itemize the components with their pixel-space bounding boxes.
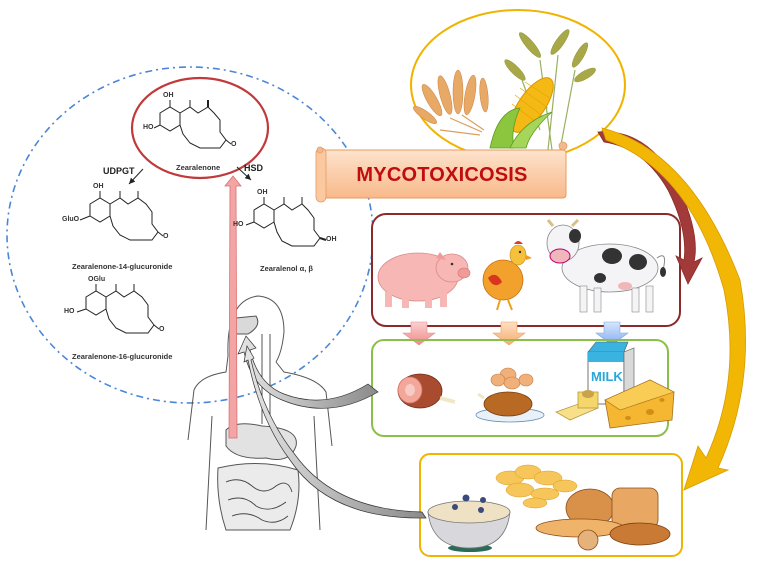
- butter-icon: [555, 390, 600, 421]
- livestock-box: [371, 213, 681, 327]
- zearalenone-ketone-label: O: [231, 141, 237, 148]
- eggs-icon: [490, 367, 534, 390]
- pig-icon: [377, 252, 471, 308]
- zearalenol-oh-label: OH: [257, 189, 268, 196]
- zearalenol-label: Zearalenol α, β: [260, 264, 313, 273]
- zearalenone-ho-label: HO: [143, 124, 154, 131]
- mycotoxicosis-banner: [315, 141, 568, 203]
- zearalenol-structure: [245, 197, 327, 247]
- zearalenol-ho-label: HO: [233, 221, 244, 228]
- bread-icon: [535, 487, 671, 551]
- udpgt-arrow: [128, 168, 144, 185]
- zearalenone-label: Zearalenone: [176, 163, 221, 172]
- zearalenone-16-glucuronide-structure: [76, 284, 160, 334]
- g14-gluo-label: GluO: [62, 216, 80, 223]
- zearalenone-14-glucuronide-structure: [79, 191, 164, 241]
- ham-icon: [397, 373, 456, 409]
- zearalenone-14-glucuronide-label: Zearalenone-14-glucuronide: [72, 262, 173, 271]
- udpgt-enzyme-label: UDPGT: [103, 166, 135, 176]
- corn-icon: [489, 77, 554, 149]
- human-digestive-tract-icon: [187, 295, 333, 531]
- corn-flakes-icon: [495, 464, 578, 509]
- zearalenone-structure: [153, 100, 232, 149]
- cereal-products-ingestion-arrow: [243, 345, 427, 519]
- g16-ho-label: HO: [64, 308, 75, 315]
- oatmeal-bowl-icon: [427, 494, 511, 552]
- cow-icon: [546, 218, 666, 313]
- hsd-arrow: [236, 166, 252, 181]
- milk-label: MILK: [591, 369, 623, 384]
- g14-oh-label: OH: [93, 183, 104, 190]
- absorption-arrow: [224, 175, 242, 439]
- g14-ketone-label: O: [163, 233, 169, 240]
- wheat-icon: [413, 69, 489, 136]
- zearalenone-highlight-ring: [130, 76, 270, 180]
- g16-ketone-label: O: [159, 326, 165, 333]
- cheese-icon: [604, 379, 675, 429]
- zearalenone-16-glucuronide-label: Zearalenone-16-glucuronide: [72, 352, 173, 361]
- chicken-icon: [482, 241, 532, 311]
- hsd-enzyme-label: HSD: [244, 163, 264, 173]
- zearalenol-alcohol-label: OH: [326, 236, 337, 243]
- cereals-to-cereal-products-arrow: [601, 127, 746, 491]
- animal-products-ingestion-arrow: [237, 335, 379, 409]
- zearalenone-oh-label: OH: [163, 92, 174, 99]
- g16-oglu-label: OGlu: [88, 276, 106, 283]
- roast-chicken-icon: [475, 391, 545, 423]
- mycotoxicosis-title: MYCOTOXICOSIS: [356, 163, 528, 186]
